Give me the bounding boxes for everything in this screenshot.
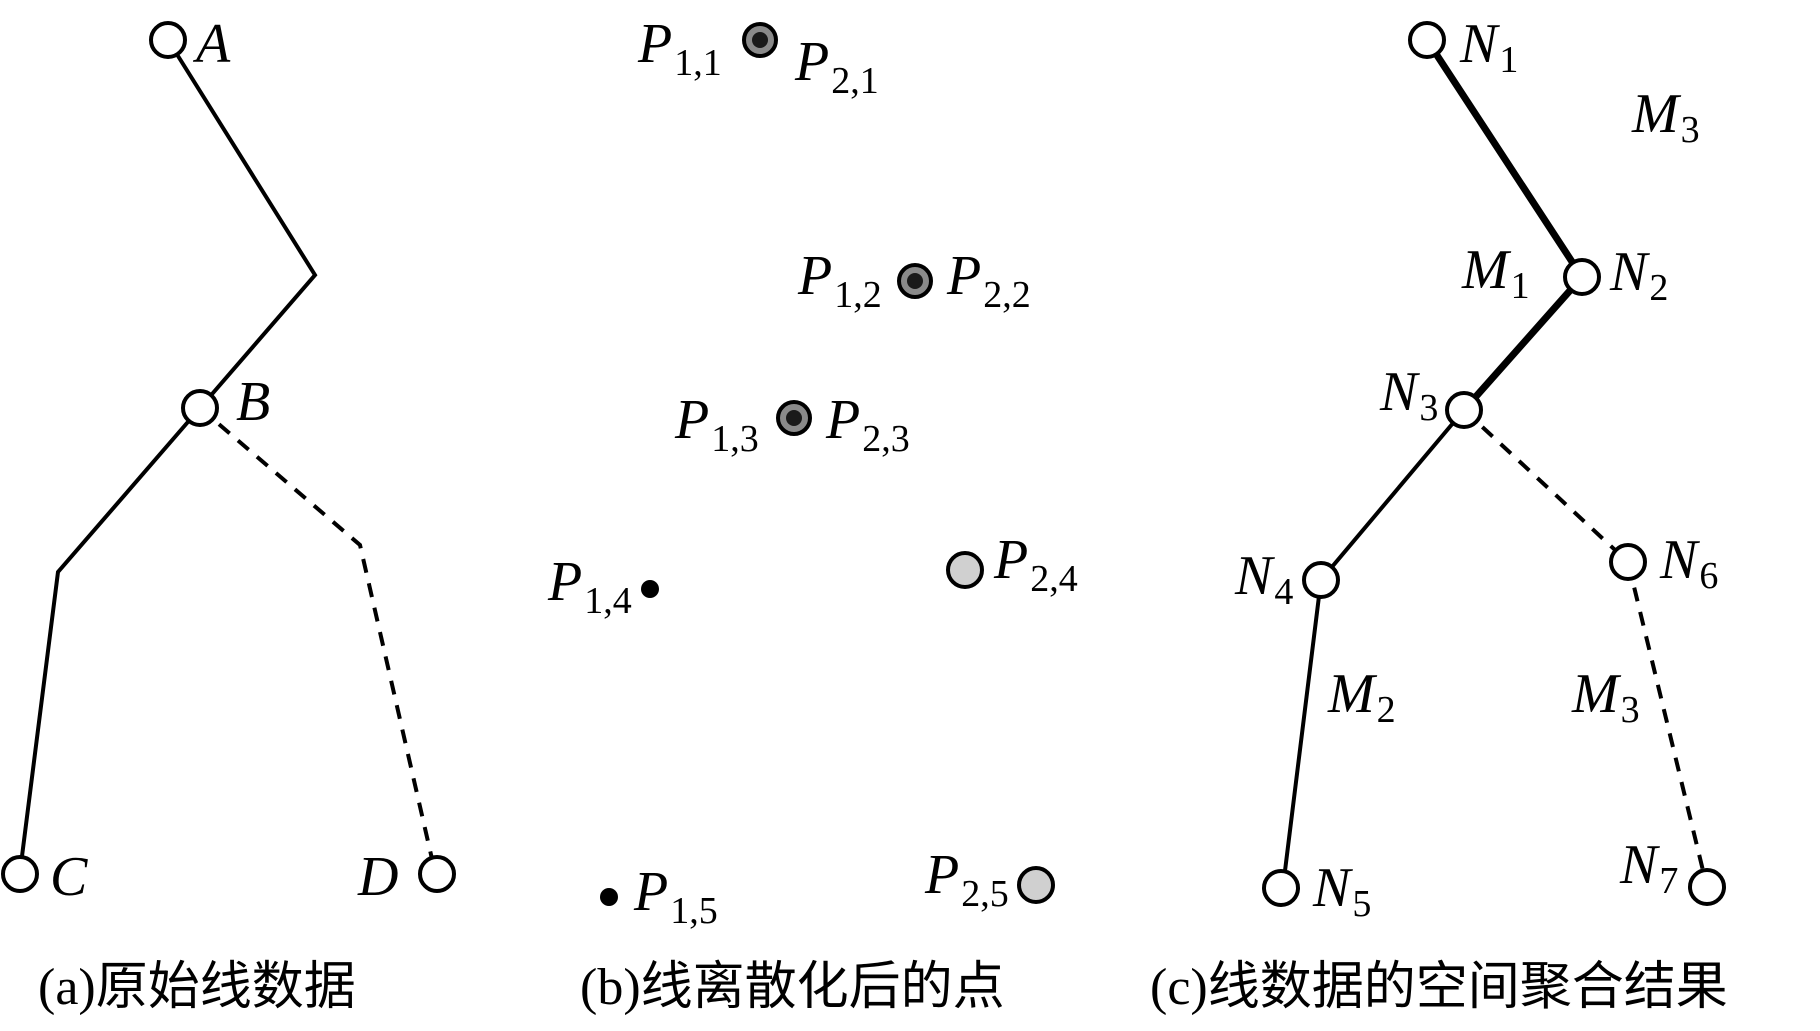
node-n7 [1688, 868, 1726, 906]
point-label-2-5: P2,5 [924, 844, 1009, 915]
point-2-4 [946, 551, 984, 589]
point-overlap-3-core [786, 410, 802, 426]
node-label-n2: N2 [1609, 241, 1668, 309]
node-label-n7: N7 [1619, 834, 1678, 902]
node-label-c: C [50, 846, 88, 908]
line-c-solid [1281, 408, 1466, 888]
point-label-2-4: P2,4 [993, 529, 1078, 600]
point-label-2-1: P2,1 [794, 31, 879, 102]
point-1-4 [641, 580, 659, 598]
node-label-n3: N3 [1379, 361, 1438, 429]
node-label-a: A [192, 13, 231, 75]
point-label-1-1: P1,1 [637, 13, 722, 84]
point-label-1-2: P1,2 [797, 245, 882, 316]
point-label-1-4: P1,4 [547, 551, 632, 622]
line-a-solid [18, 38, 318, 873]
node-n4 [1302, 561, 1340, 599]
line-a-dashed [198, 406, 437, 873]
node-label-n1: N1 [1459, 13, 1518, 81]
node-a [149, 21, 187, 59]
node-label-n6: N6 [1659, 529, 1718, 597]
caption-c: (c)线数据的空间聚合结果 [1150, 959, 1728, 1016]
node-n5 [1262, 869, 1300, 907]
point-overlap-1-core [752, 32, 768, 48]
group-label-m3-bottom: M3 [1571, 663, 1640, 731]
group-label-m2: M2 [1327, 663, 1396, 731]
node-n3 [1445, 391, 1483, 429]
panel-b: P1,1 P2,1 P1,2 P2,2 P1,3 P2,3 P1,4 P2,4 … [547, 13, 1078, 1016]
panel-c: N1 N2 N3 N4 N5 N6 N7 M3 M1 M2 M3 (c)线数据的… [1150, 13, 1728, 1016]
node-n1 [1408, 21, 1446, 59]
line-c-thick [1424, 38, 1587, 413]
line-c-dashed [1462, 408, 1709, 888]
point-overlap-2-core [907, 273, 923, 289]
node-c [1, 855, 39, 893]
point-label-2-3: P2,3 [825, 389, 910, 460]
point-label-1-3: P1,3 [674, 389, 759, 460]
caption-a: (a)原始线数据 [38, 959, 356, 1016]
point-label-1-5: P1,5 [633, 861, 718, 932]
node-label-n4: N4 [1234, 545, 1293, 613]
node-d [418, 855, 456, 893]
panel-a: A B C D (a)原始线数据 [1, 13, 456, 1016]
group-label-m3-top: M3 [1631, 83, 1700, 151]
node-n2 [1563, 258, 1601, 296]
point-2-5 [1017, 866, 1055, 904]
node-label-b: B [236, 371, 270, 433]
node-label-n5: N5 [1312, 857, 1371, 925]
node-b [181, 389, 219, 427]
point-label-2-2: P2,2 [946, 245, 1031, 316]
node-n6 [1609, 543, 1647, 581]
caption-b: (b)线离散化后的点 [580, 959, 1005, 1016]
node-label-d: D [357, 846, 398, 908]
group-label-m1: M1 [1461, 239, 1530, 307]
point-1-5 [600, 888, 618, 906]
